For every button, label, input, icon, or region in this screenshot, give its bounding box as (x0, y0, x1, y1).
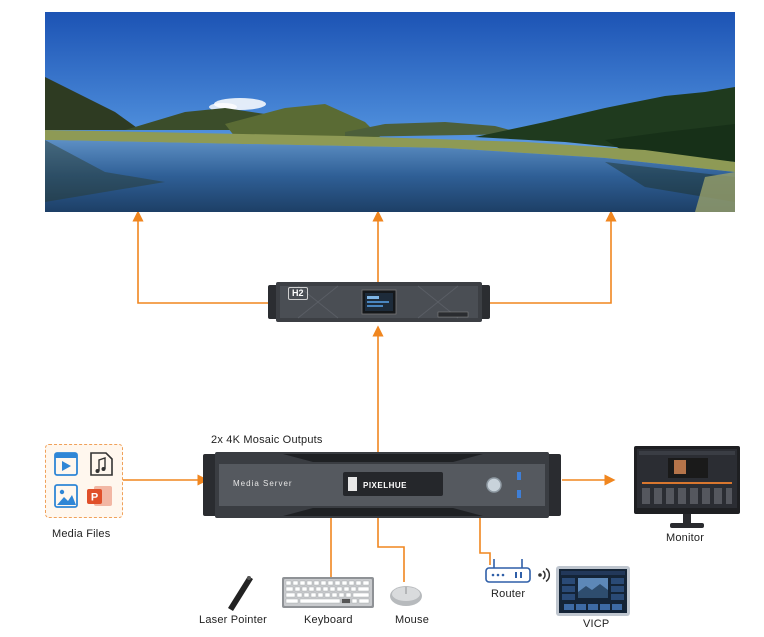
media-server-front-text: Media Server (233, 479, 293, 488)
media-files-group: P (45, 444, 123, 518)
music-file-icon (90, 452, 113, 476)
router-label: Router (491, 588, 526, 600)
wifi-icon (538, 567, 551, 583)
monitor (634, 446, 740, 530)
line-processor-to-screen-right (487, 210, 617, 304)
monitor-label: Monitor (666, 532, 705, 544)
router (485, 559, 531, 583)
laser-pointer (228, 576, 253, 611)
media-server-brand: PIXELHUE (363, 481, 408, 490)
line-server-to-mouse (377, 516, 405, 582)
svg-text:P: P (91, 492, 98, 504)
vicp-label: VICP (583, 618, 610, 630)
image-file-icon (54, 484, 78, 508)
keyboard (282, 577, 374, 608)
processor-badge: H2 (288, 287, 308, 300)
media-files-label: Media Files (52, 528, 111, 540)
mouse (390, 586, 422, 606)
line-processor-to-screen-left (132, 210, 272, 304)
media-server: Media Server PIXELHUE (203, 452, 561, 518)
mouse-label: Mouse (395, 614, 430, 626)
vicp-tablet (556, 566, 630, 616)
video-processor-h2: H2 (268, 282, 490, 322)
led-wall-screen (45, 12, 735, 212)
video-file-icon (54, 452, 78, 476)
line-server-to-router (479, 516, 491, 565)
keyboard-label: Keyboard (304, 614, 353, 626)
powerpoint-file-icon: P (87, 486, 112, 506)
laser-pointer-label: Laser Pointer (199, 614, 268, 626)
media-server-caption: 2x 4K Mosaic Outputs (211, 434, 323, 446)
